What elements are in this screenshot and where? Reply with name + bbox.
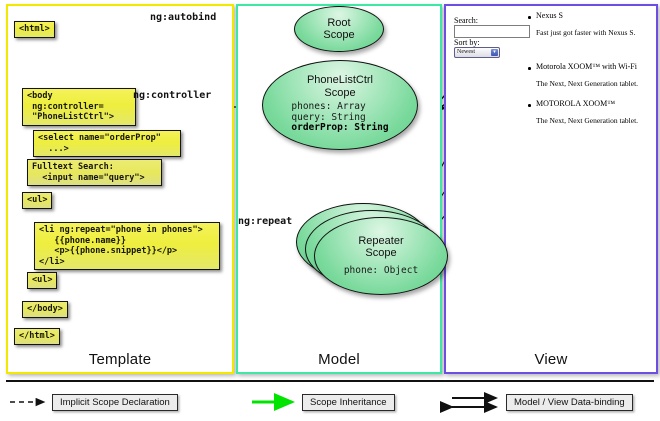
list-bullet [528,67,531,70]
search-input[interactable] [454,25,530,38]
scope-prop-phones: phones: Array [291,101,366,113]
list-bullet [528,104,531,107]
phone-name: MOTOROLA XOOM™ [536,99,616,108]
scope-phonelistctrl-title-2: Scope [324,86,356,99]
phone-name: Motorola XOOM™ with Wi-Fi [536,62,637,71]
view-sort-label: Sort by: [454,38,480,47]
label-ng-autobind: ng:autobind [150,12,217,23]
scope-root: Root Scope [294,6,384,52]
panel-title-model: Model [318,351,360,368]
sort-select[interactable]: Newest ▾ [454,47,500,58]
scope-repeater-title-1: Repeater [358,234,404,247]
code-box-body-open: <body ng:controller= "PhoneListCtrl"> [22,88,136,126]
phone-snippet: Fast just got faster with Nexus S. [536,28,636,37]
scope-repeater: Repeater Scope phone: Object [314,217,448,295]
scope-prop-orderprop: orderProp: String [291,122,389,134]
panel-title-template: Template [88,351,152,368]
list-bullet [528,16,531,19]
chevron-down-icon: ▾ [491,49,498,56]
code-box-html-open: <html> [14,21,55,38]
scope-phonelistctrl: PhoneListCtrl Scope phones: Array query:… [262,60,418,150]
legend-divider [6,380,654,382]
panel-model: Model [236,4,442,374]
scope-prop-query: query: String [291,111,366,123]
scope-prop-phone: phone: Object [343,264,419,276]
legend-item-databinding: Model / View Data-binding [506,394,633,411]
code-box-html-close: </html> [14,328,60,345]
legend-item-inheritance: Scope Inheritance [302,394,395,411]
code-box-li-repeat: <li ng:repeat="phone in phones"> {{phone… [34,222,220,270]
scope-repeater-title-2: Scope [365,247,397,260]
phone-snippet: The Next, Next Generation tablet. [536,116,639,125]
scope-root-title-2: Scope [323,29,355,41]
phone-snippet: The Next, Next Generation tablet. [536,79,639,88]
panel-view: View [444,4,658,374]
label-ng-repeat: ng:repeat [238,216,293,227]
code-box-ul-open: <ul> [22,192,53,209]
code-box-fulltext-search: Fulltext Search: <input name="query"> [27,159,162,186]
label-ng-controller: ng:controller [133,90,212,101]
phone-name: Nexus S [536,11,563,20]
legend-item-implicit: Implicit Scope Declaration [52,394,178,411]
view-search-label: Search: [454,16,478,25]
code-box-body-close: </body> [22,301,68,318]
scope-root-title-1: Root [327,16,351,29]
scope-phonelistctrl-title-1: PhoneListCtrl [306,74,374,87]
code-box-select: <select name="orderProp" ...> [33,130,181,157]
code-box-ul-close: <ul> [27,272,58,289]
sort-select-value: Newest [457,49,475,55]
panel-title-view: View [534,351,568,368]
